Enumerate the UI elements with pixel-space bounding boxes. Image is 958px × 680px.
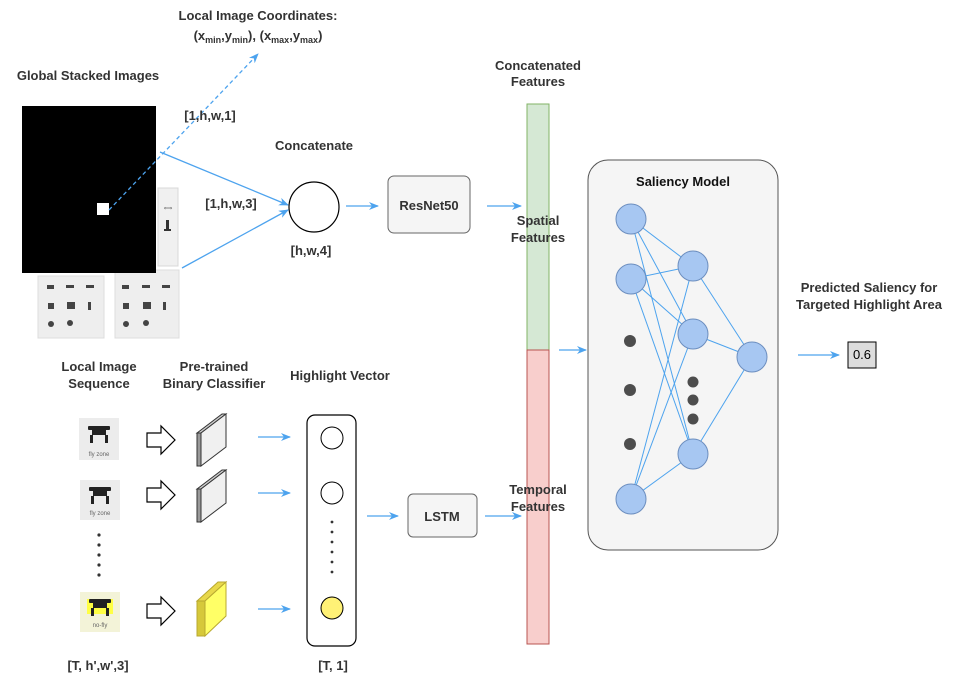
- classifier-plane-icon: [195, 468, 228, 524]
- temporal-features-label-2: Features: [511, 499, 565, 514]
- stacked-thumb-back: ⟺: [157, 187, 179, 267]
- shape-hw4-label: [h,w,4]: [291, 243, 332, 258]
- shape-T1-label: [T, 1]: [318, 658, 348, 673]
- highlight-vector-cell-active: [320, 596, 344, 620]
- resnet-box: [387, 175, 471, 234]
- temporal-features-label-1: Temporal: [509, 482, 567, 497]
- predicted-saliency-label-1: Predicted Saliency for: [801, 280, 938, 295]
- local-coords-title: Local Image Coordinates:: [179, 8, 338, 23]
- input-node: [615, 263, 647, 295]
- output-value: 0.6: [853, 347, 871, 362]
- shape-Thw3-label: [T, h',w',3]: [67, 658, 128, 673]
- thumb-caption: fly zone: [89, 452, 110, 458]
- stacked-thumb-right: [114, 269, 180, 339]
- shape-1hw1-label: [1,h,w,1]: [184, 108, 236, 123]
- local-sequence-label-1: Local Image: [61, 359, 136, 374]
- coord-ymax: y: [293, 28, 301, 43]
- hidden-node: [677, 438, 709, 470]
- input-node: [615, 203, 647, 235]
- lstm-box: [407, 493, 478, 538]
- vector-ellipsis: [330, 520, 334, 574]
- coord-xmin: x: [198, 28, 206, 43]
- shape-1hw3-label: [1,h,w,3]: [205, 196, 257, 211]
- spatial-features-label-1: Spatial: [517, 213, 560, 228]
- concat-features-label-1: Concatenated: [495, 58, 581, 73]
- coords-dashed-arrow: [108, 53, 259, 211]
- nn-nodes: [615, 203, 768, 515]
- hidden-ellipsis-dot: [687, 376, 699, 388]
- thumb-caption: no-fly: [93, 623, 108, 629]
- hollow-arrow-icon: [146, 424, 176, 456]
- saliency-model-box: [587, 159, 779, 551]
- concat-features-label-2: Features: [511, 74, 565, 89]
- coord-ymin: y: [225, 28, 233, 43]
- input-ellipsis-dot: [624, 384, 636, 396]
- sequence-ellipsis: [97, 533, 101, 577]
- highlight-vector-cell: [320, 426, 344, 450]
- input-ellipsis-dot: [624, 438, 636, 450]
- global-mask-image: [22, 106, 156, 273]
- svg-text:⟺: ⟺: [164, 206, 173, 212]
- local-thumb-fly-zone-1: fly zone: [79, 418, 119, 460]
- resnet-label: ResNet50: [399, 198, 458, 213]
- output-value-box: [847, 341, 877, 369]
- global-stacked-label: Global Stacked Images: [17, 68, 159, 83]
- classifier-plane-icon: [195, 412, 228, 468]
- coord-xmax: x: [264, 28, 272, 43]
- local-thumb-fly-zone-2: fly zone: [80, 480, 120, 520]
- pretrained-label-1: Pre-trained: [180, 359, 249, 374]
- thumb-caption: fly zone: [90, 511, 111, 517]
- hollow-arrow-icon: [146, 479, 176, 511]
- predicted-saliency-label-2: Targeted Highlight Area: [796, 297, 943, 312]
- local-sequence-label-2: Sequence: [68, 376, 129, 391]
- local-coords-values: (xmin,ymin), (xmax,ymax): [194, 28, 323, 45]
- mask-to-concat-arrow: [159, 151, 289, 206]
- hidden-ellipsis-dot: [687, 413, 699, 425]
- classifier-plane-icon: [195, 580, 228, 638]
- input-ellipsis-dot: [624, 335, 636, 347]
- lstm-label: LSTM: [424, 509, 459, 524]
- temporal-features-bar: [526, 349, 550, 645]
- images-to-concat-arrow: [181, 209, 289, 269]
- saliency-model-title: Saliency Model: [636, 174, 730, 189]
- hidden-node: [677, 250, 709, 282]
- hidden-node: [677, 318, 709, 350]
- hollow-arrow-icon: [146, 595, 176, 627]
- concatenate-label: Concatenate: [275, 138, 353, 153]
- highlight-vector-cell: [320, 481, 344, 505]
- hidden-ellipsis-dot: [687, 394, 699, 406]
- pretrained-label-2: Binary Classifier: [163, 376, 266, 391]
- concatenate-node: [288, 181, 340, 233]
- stacked-thumb-left: [37, 275, 105, 339]
- local-thumb-no-fly: no-fly: [80, 592, 120, 632]
- spatial-features-label-2: Features: [511, 230, 565, 245]
- output-node: [736, 341, 768, 373]
- highlight-vector-label: Highlight Vector: [290, 368, 390, 383]
- highlight-region-marker: [97, 203, 109, 215]
- highlight-vector-box: [306, 414, 357, 647]
- input-node: [615, 483, 647, 515]
